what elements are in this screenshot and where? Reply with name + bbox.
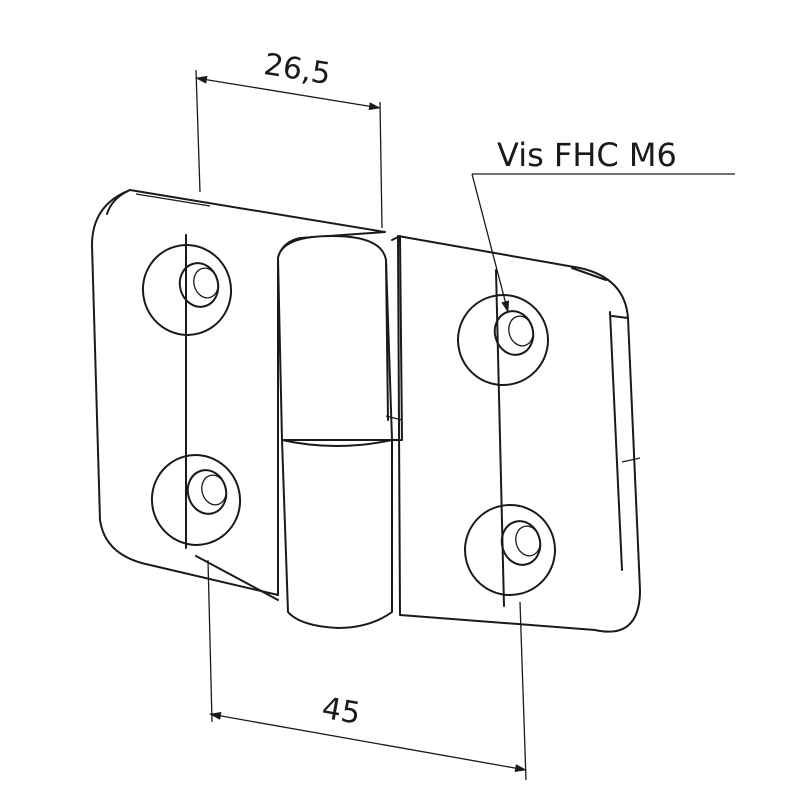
left-leaf: [91, 189, 386, 601]
screw-callout-label: Vis FHC M6: [497, 136, 677, 174]
dimension-bottom-value: 45: [319, 691, 363, 732]
screw-hole-bottom-left: [150, 454, 242, 546]
right-leaf: [397, 235, 641, 633]
screw-hole-top-left: [141, 244, 233, 336]
screw-hole-bottom-right: [464, 504, 556, 596]
hinge-knuckle: [277, 235, 403, 629]
dimension-bottom: 45: [207, 559, 527, 781]
dimension-top: 26,5: [195, 47, 383, 229]
screw-callout: Vis FHC M6: [471, 136, 735, 313]
dimension-top-value: 26,5: [262, 47, 333, 92]
